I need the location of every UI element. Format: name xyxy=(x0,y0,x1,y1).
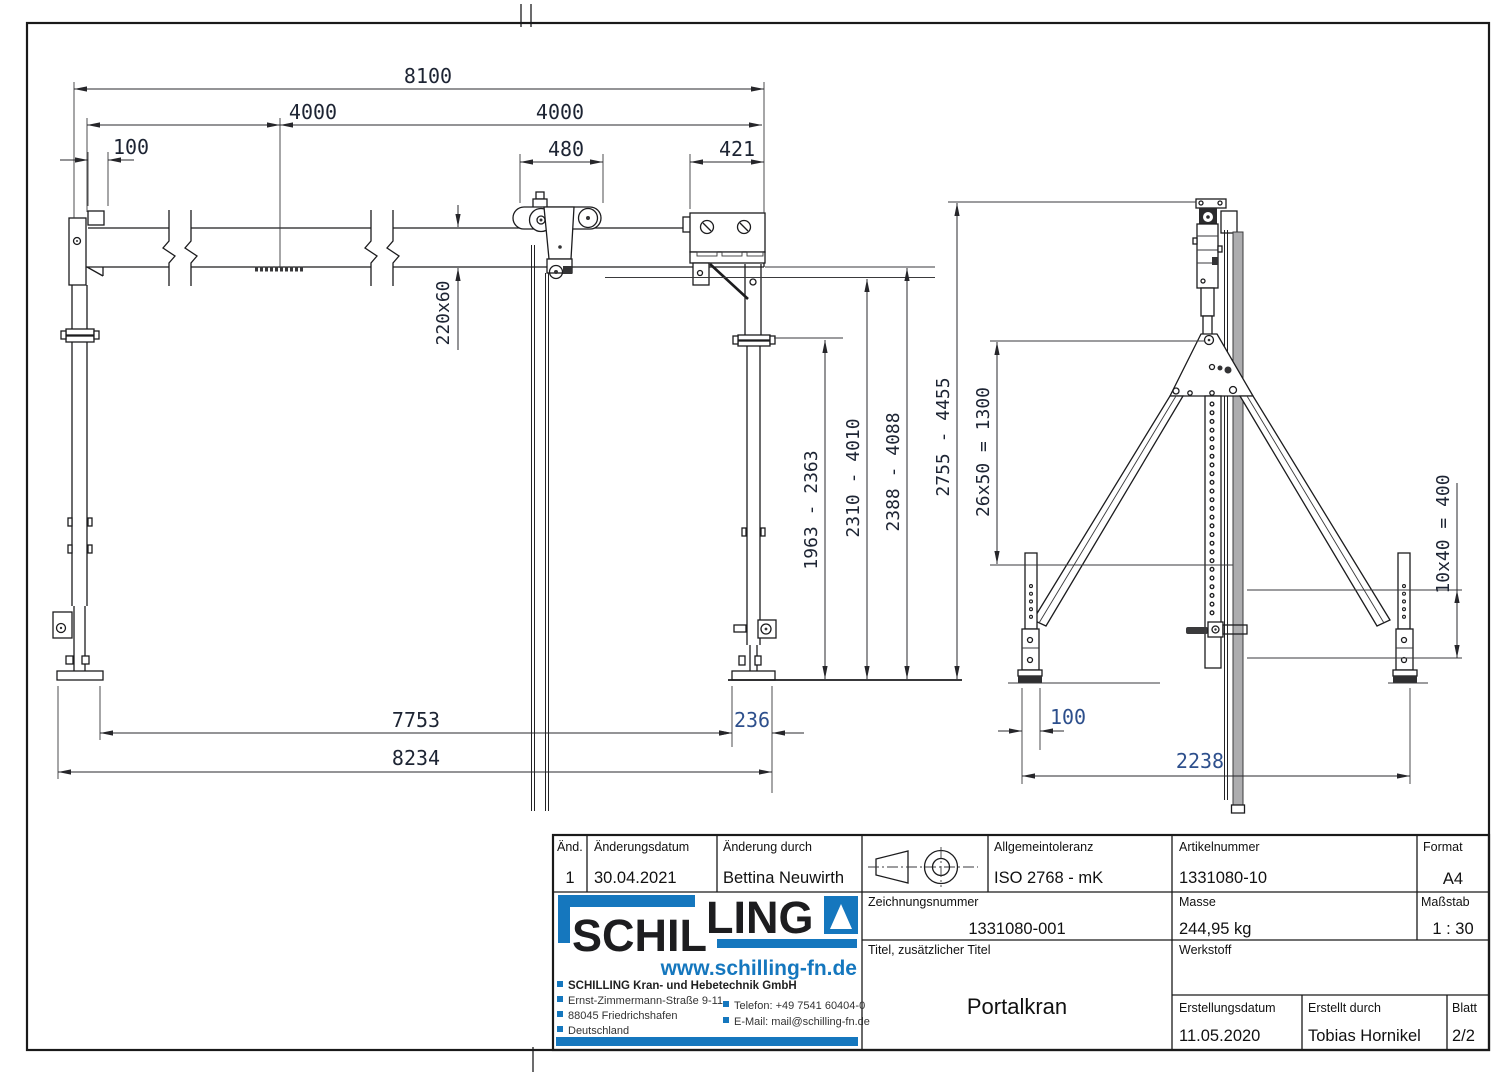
label-article: Artikelnummer xyxy=(1179,840,1260,854)
value-scale: 1 : 30 xyxy=(1432,920,1473,938)
label-mass: Masse xyxy=(1179,895,1216,909)
label-author: Erstellt durch xyxy=(1308,1001,1381,1015)
dimensions: 8100 4000 4000 100 480 421 220x60 1963 -… xyxy=(57,64,1462,793)
side-view xyxy=(1017,198,1418,814)
company-street: Ernst-Zimmermann-Straße 9-11 xyxy=(568,995,723,1007)
label-title: Titel, zusätzlicher Titel xyxy=(868,943,991,957)
value-drawing-no: 1331080-001 xyxy=(968,920,1065,938)
legs xyxy=(1032,395,1391,627)
label-created: Erstellungsdatum xyxy=(1179,1001,1276,1015)
hoist-chain-side xyxy=(1224,230,1246,814)
label-rev-no: Änd. xyxy=(557,840,583,854)
label-tolerance: Allgemeintoleranz xyxy=(994,840,1093,854)
company-city: 88045 Friedrichshafen xyxy=(568,1010,677,1022)
value-format: A4 xyxy=(1443,870,1463,888)
side-right-foot xyxy=(1392,552,1418,683)
label-rev-date: Änderungsdatum xyxy=(594,840,689,854)
column-clamp xyxy=(1186,621,1248,638)
first-angle-projection-icon xyxy=(868,847,978,887)
value-rev-by: Bettina Neuwirth xyxy=(723,869,844,887)
trolley xyxy=(512,191,602,811)
dim-bracket: 421 xyxy=(719,137,755,161)
central-column xyxy=(1204,395,1222,669)
dim-beam-section: 220x60 xyxy=(433,280,454,345)
value-rev-date: 30.04.2021 xyxy=(594,869,677,887)
hoist-chain xyxy=(531,245,549,811)
dim-side-foot-offset: 100 xyxy=(1050,705,1086,729)
title-block: Änd. 1 Änderungsdatum 30.04.2021 Änderun… xyxy=(551,833,1491,1052)
dim-bottom-overall: 8234 xyxy=(392,746,440,770)
dimension-texts: 8100 4000 4000 100 480 421 220x60 1963 -… xyxy=(113,64,1454,773)
dim-height-2: 2310 - 4010 xyxy=(843,418,864,537)
dim-overall-span: 8100 xyxy=(404,64,452,88)
hoist-head xyxy=(1192,198,1238,339)
dim-foot-width: 236 xyxy=(734,708,770,732)
value-tolerance: ISO 2768 - mK xyxy=(994,869,1103,887)
right-column xyxy=(682,212,777,681)
logo-text-ling: LING xyxy=(706,892,814,943)
schilling-logo: SCHIL LING www.schilling-fn.de SCHILLING… xyxy=(556,892,870,1046)
dim-hole-pattern-leg: 10x40 = 400 xyxy=(1433,474,1454,593)
chain-guide xyxy=(1232,231,1244,806)
label-sheet: Blatt xyxy=(1452,1001,1478,1015)
dim-offset-left: 100 xyxy=(113,135,149,159)
company-phone: Telefon: +49 7541 60404-0 xyxy=(734,1000,865,1012)
company-name: SCHILLING Kran- und Hebetechnik GmbH xyxy=(568,980,797,992)
dim-height-overall: 2755 - 4455 xyxy=(933,377,954,496)
dim-trolley: 480 xyxy=(548,137,584,161)
value-author: Tobias Hornikel xyxy=(1308,1027,1421,1045)
logo-text-schil: SCHIL xyxy=(572,910,707,961)
dim-span-right: 4000 xyxy=(536,100,584,124)
dim-height-1: 1963 - 2363 xyxy=(801,450,822,569)
break-mark xyxy=(386,210,400,286)
dim-height-3: 2388 - 4088 xyxy=(883,412,904,531)
dim-hole-pattern-column: 26x50 = 1300 xyxy=(973,387,994,517)
break-mark xyxy=(184,210,198,286)
value-mass: 244,95 kg xyxy=(1179,920,1251,938)
value-article: 1331080-10 xyxy=(1179,869,1267,887)
base-plate xyxy=(56,670,104,681)
value-rev-no: 1 xyxy=(565,869,574,887)
label-rev-by: Änderung durch xyxy=(723,840,812,854)
beam xyxy=(85,210,765,286)
dimension-lines xyxy=(58,86,1460,779)
dim-span-left: 4000 xyxy=(289,100,337,124)
left-column xyxy=(52,210,105,681)
base-plate xyxy=(731,670,776,681)
logo-website: www.schilling-fn.de xyxy=(660,957,857,980)
label-format: Format xyxy=(1423,840,1463,854)
drawing-title: Portalkran xyxy=(967,994,1067,1019)
dim-side-span: 2238 xyxy=(1176,749,1224,773)
extension-lines xyxy=(57,82,1462,793)
front-view xyxy=(52,191,777,811)
side-left-foot xyxy=(1017,552,1043,683)
company-email: E-Mail: mail@schilling-fn.de xyxy=(734,1016,870,1028)
label-drawing-no: Zeichnungsnummer xyxy=(868,895,978,909)
value-sheet: 2/2 xyxy=(1452,1027,1475,1045)
value-created: 11.05.2020 xyxy=(1179,1027,1260,1045)
dim-bottom-span: 7753 xyxy=(392,708,440,732)
label-material: Werkstoff xyxy=(1179,943,1232,957)
company-country: Deutschland xyxy=(568,1025,629,1037)
break-mark xyxy=(364,210,378,286)
break-mark xyxy=(162,210,176,286)
logo-triangle-icon xyxy=(830,904,852,929)
label-scale: Maßstab xyxy=(1421,895,1470,909)
